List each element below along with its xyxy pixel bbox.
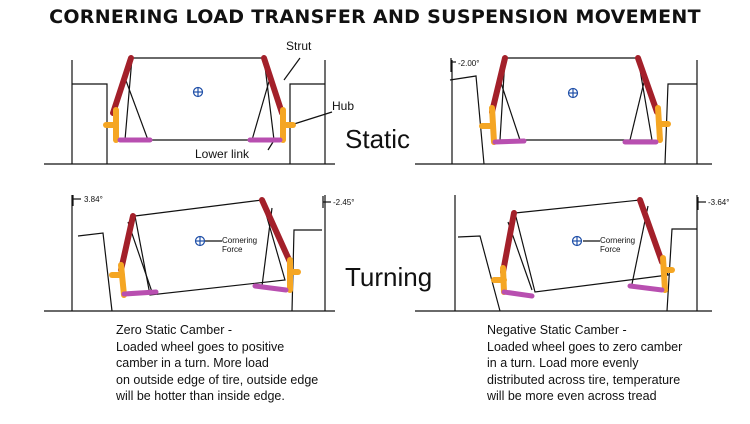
strut-right — [261, 55, 285, 116]
tire-left — [449, 75, 485, 165]
lower-link-left — [501, 289, 535, 299]
lower-link-label: Lower link — [195, 147, 250, 161]
cornering-force-label: Force — [222, 245, 243, 254]
tire-left — [457, 235, 501, 312]
chassis — [124, 57, 275, 141]
cornering-force-label: Cornering — [222, 236, 257, 245]
chassis — [514, 199, 669, 293]
diagram-title: CORNERING LOAD TRANSFER AND SUSPENSION M… — [49, 6, 701, 28]
lower-link-right — [252, 283, 289, 293]
center-mark-icon — [567, 87, 579, 99]
strut-right — [259, 197, 293, 265]
tire-right — [666, 228, 697, 312]
hub-label: Hub — [332, 99, 354, 113]
cornering-force-label: Force — [600, 245, 621, 254]
chassis — [499, 57, 653, 141]
strut-label: Strut — [286, 39, 312, 53]
cornering-force-label: Cornering — [600, 236, 635, 245]
link-rod — [124, 77, 149, 141]
angle-label: -2.00° — [458, 59, 479, 68]
strut-left — [110, 55, 134, 116]
chassis — [134, 199, 286, 296]
link-rod — [251, 77, 271, 141]
angle-label: -3.64° — [708, 198, 729, 207]
strut-left — [500, 210, 517, 275]
tire-left — [72, 83, 108, 164]
tire-right — [289, 83, 325, 164]
zero-camber-caption: Zero Static Camber - Loaded wheel goes t… — [116, 323, 319, 403]
angle-label: -2.45° — [333, 198, 354, 207]
strut-pointer — [283, 57, 301, 81]
center-mark-icon — [194, 235, 206, 247]
lower-link-left — [121, 289, 159, 297]
strut-left — [489, 55, 508, 115]
strut-right — [637, 197, 665, 265]
hub-pointer — [293, 111, 333, 125]
link-rod — [629, 77, 646, 141]
static-label: Static — [345, 124, 411, 154]
hub-left — [118, 262, 127, 298]
hub-right — [660, 255, 668, 293]
lower-link-right — [627, 283, 665, 293]
link-rod — [499, 79, 521, 141]
center-mark-icon — [571, 235, 583, 247]
center-mark-icon — [192, 86, 204, 98]
turning-label: Turning — [345, 262, 433, 292]
turning-negative-camber-assembly — [454, 195, 706, 312]
tire-left — [77, 232, 113, 312]
lower-link-left — [492, 138, 527, 145]
angle-label: 3.84° — [84, 195, 103, 204]
lower-link-pointer — [267, 141, 274, 151]
strut-left — [118, 213, 136, 273]
tire-right — [664, 83, 697, 165]
negative-camber-caption: Negative Static Camber - Loaded wheel go… — [487, 323, 683, 403]
turning-zero-camber-assembly — [71, 195, 331, 312]
strut-right — [635, 55, 660, 115]
